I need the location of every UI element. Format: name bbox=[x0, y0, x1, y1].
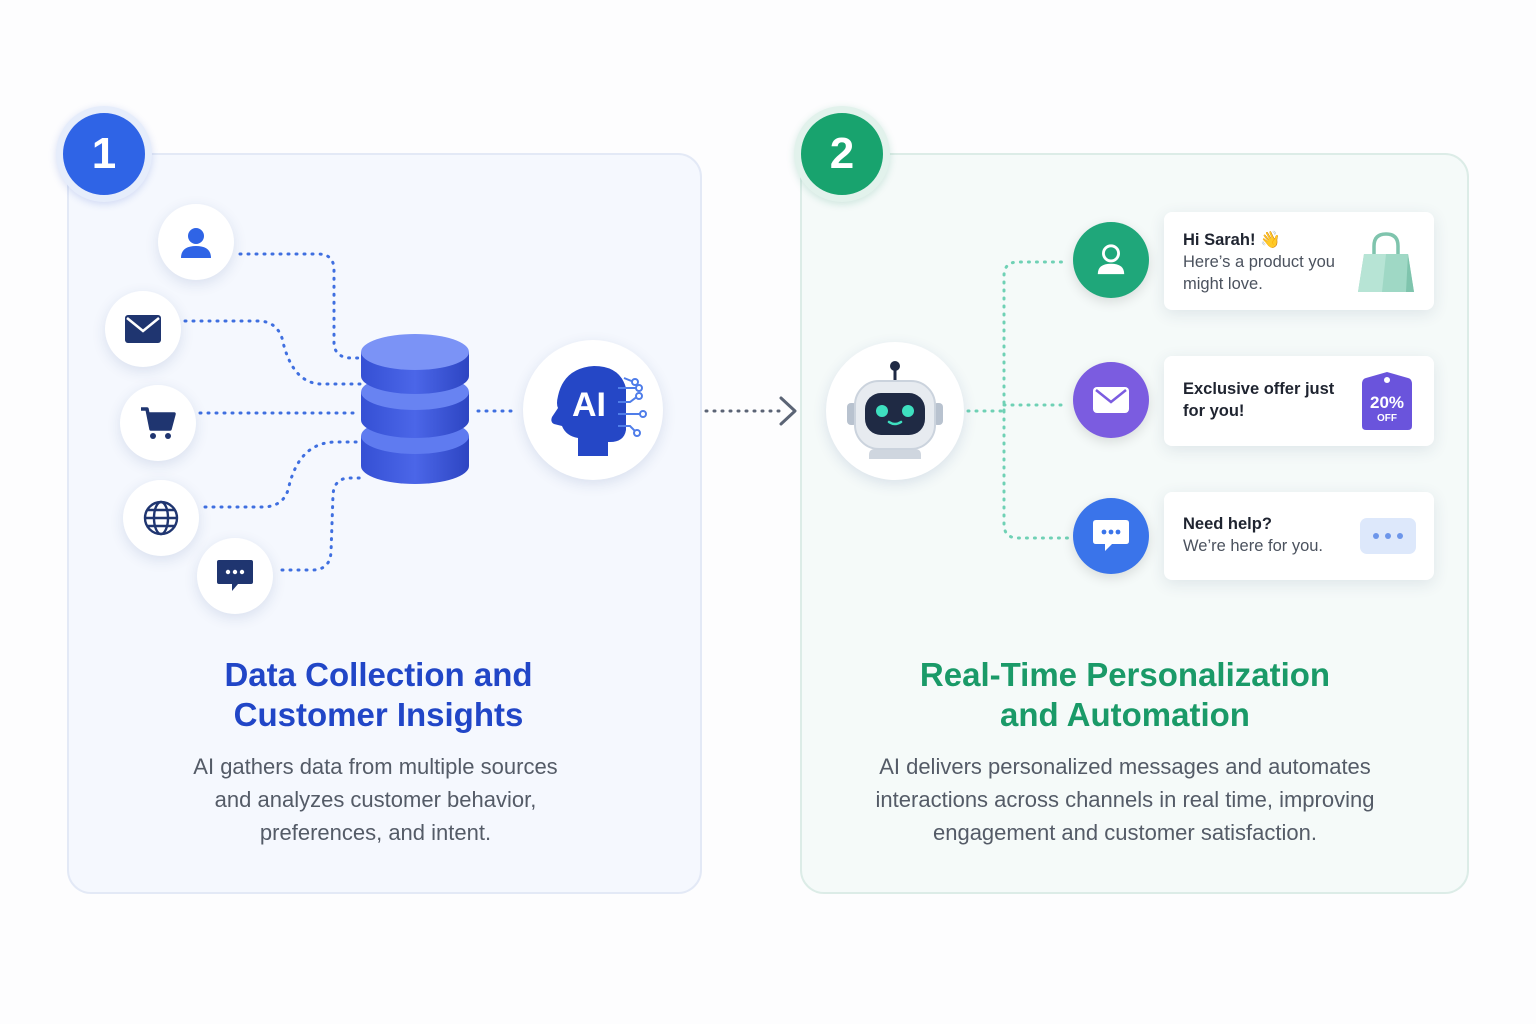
step-2-description-line: AI delivers personalized messages and au… bbox=[879, 754, 1371, 779]
globe-icon bbox=[143, 500, 179, 536]
step-1-title-line: Data Collection and bbox=[224, 656, 533, 693]
discount-tag-icon: 20% OFF bbox=[1362, 372, 1412, 430]
source-web bbox=[123, 480, 199, 556]
message-card-help: Need help? We’re here for you. bbox=[1164, 492, 1434, 580]
chat-icon bbox=[1093, 520, 1129, 551]
user-icon bbox=[181, 228, 211, 258]
cart-icon bbox=[141, 407, 176, 439]
step-2-title-line: Real-Time Personalization bbox=[919, 656, 1331, 693]
channel-chat bbox=[1073, 498, 1149, 574]
ai-label: AI bbox=[572, 386, 606, 424]
connector-globe-db bbox=[203, 440, 362, 509]
typing-dots-icon bbox=[1360, 518, 1416, 554]
step-1-description-line: preferences, and intent. bbox=[259, 820, 492, 845]
message-heading: Need help? bbox=[1183, 515, 1272, 533]
connector-chat-db bbox=[280, 476, 362, 572]
email-icon bbox=[1093, 387, 1129, 413]
step-1-badge: 1 bbox=[56, 106, 152, 202]
arrow-head-icon bbox=[779, 396, 797, 426]
step-2-description-line: interactions across channels in real tim… bbox=[875, 787, 1375, 812]
message-card-offer: Exclusive offer just for you! 20% OFF bbox=[1164, 356, 1434, 446]
robot-icon bbox=[847, 361, 943, 459]
source-email bbox=[105, 291, 181, 367]
message-heading: Hi Sarah! 👋 bbox=[1183, 231, 1281, 249]
source-user bbox=[158, 204, 234, 280]
chatbot bbox=[826, 342, 964, 480]
step-1-title-line: Customer Insights bbox=[233, 696, 524, 733]
step-1-description-line: AI gathers data from multiple sources bbox=[193, 754, 558, 779]
ai-brain: AI bbox=[523, 340, 663, 480]
source-cart bbox=[120, 385, 196, 461]
message-line: We’re here for you. bbox=[1183, 537, 1324, 555]
ai-head-icon: AI bbox=[551, 366, 647, 456]
step-2-description: AI delivers personalized messages and au… bbox=[800, 750, 1450, 849]
step-1-description: AI gathers data from multiple sources an… bbox=[67, 750, 684, 849]
source-chat bbox=[197, 538, 273, 614]
shopping-bag-icon bbox=[1358, 232, 1414, 292]
message-line: might love. bbox=[1183, 275, 1263, 293]
connector-bot-user bbox=[1002, 260, 1070, 413]
channel-email bbox=[1073, 362, 1149, 438]
database-icon bbox=[361, 334, 469, 484]
step-1-title: Data Collection and Customer Insights bbox=[67, 655, 690, 735]
connector-bot-chat bbox=[1002, 409, 1070, 540]
step-2-title-line: and Automation bbox=[1000, 696, 1250, 733]
discount-percent: 20% bbox=[1370, 393, 1404, 412]
message-line: Here’s a product you bbox=[1183, 253, 1335, 271]
step-1-description-line: and analyzes customer behavior, bbox=[214, 787, 537, 812]
channel-user bbox=[1073, 222, 1149, 298]
message-card-product: Hi Sarah! 👋 Here’s a product you might l… bbox=[1164, 212, 1434, 310]
step-2-title: Real-Time Personalization and Automation bbox=[800, 655, 1450, 735]
connector-user-db bbox=[238, 252, 362, 360]
user-icon bbox=[1097, 244, 1125, 275]
connector-mail-db bbox=[183, 319, 362, 386]
message-line: for you! bbox=[1183, 402, 1245, 420]
email-icon bbox=[125, 315, 161, 343]
step-2-description-line: engagement and customer satisfaction. bbox=[932, 820, 1317, 845]
step-2-badge: 2 bbox=[794, 106, 890, 202]
discount-off: OFF bbox=[1377, 413, 1397, 424]
message-line: Exclusive offer just bbox=[1183, 380, 1335, 398]
chat-icon bbox=[217, 560, 253, 591]
